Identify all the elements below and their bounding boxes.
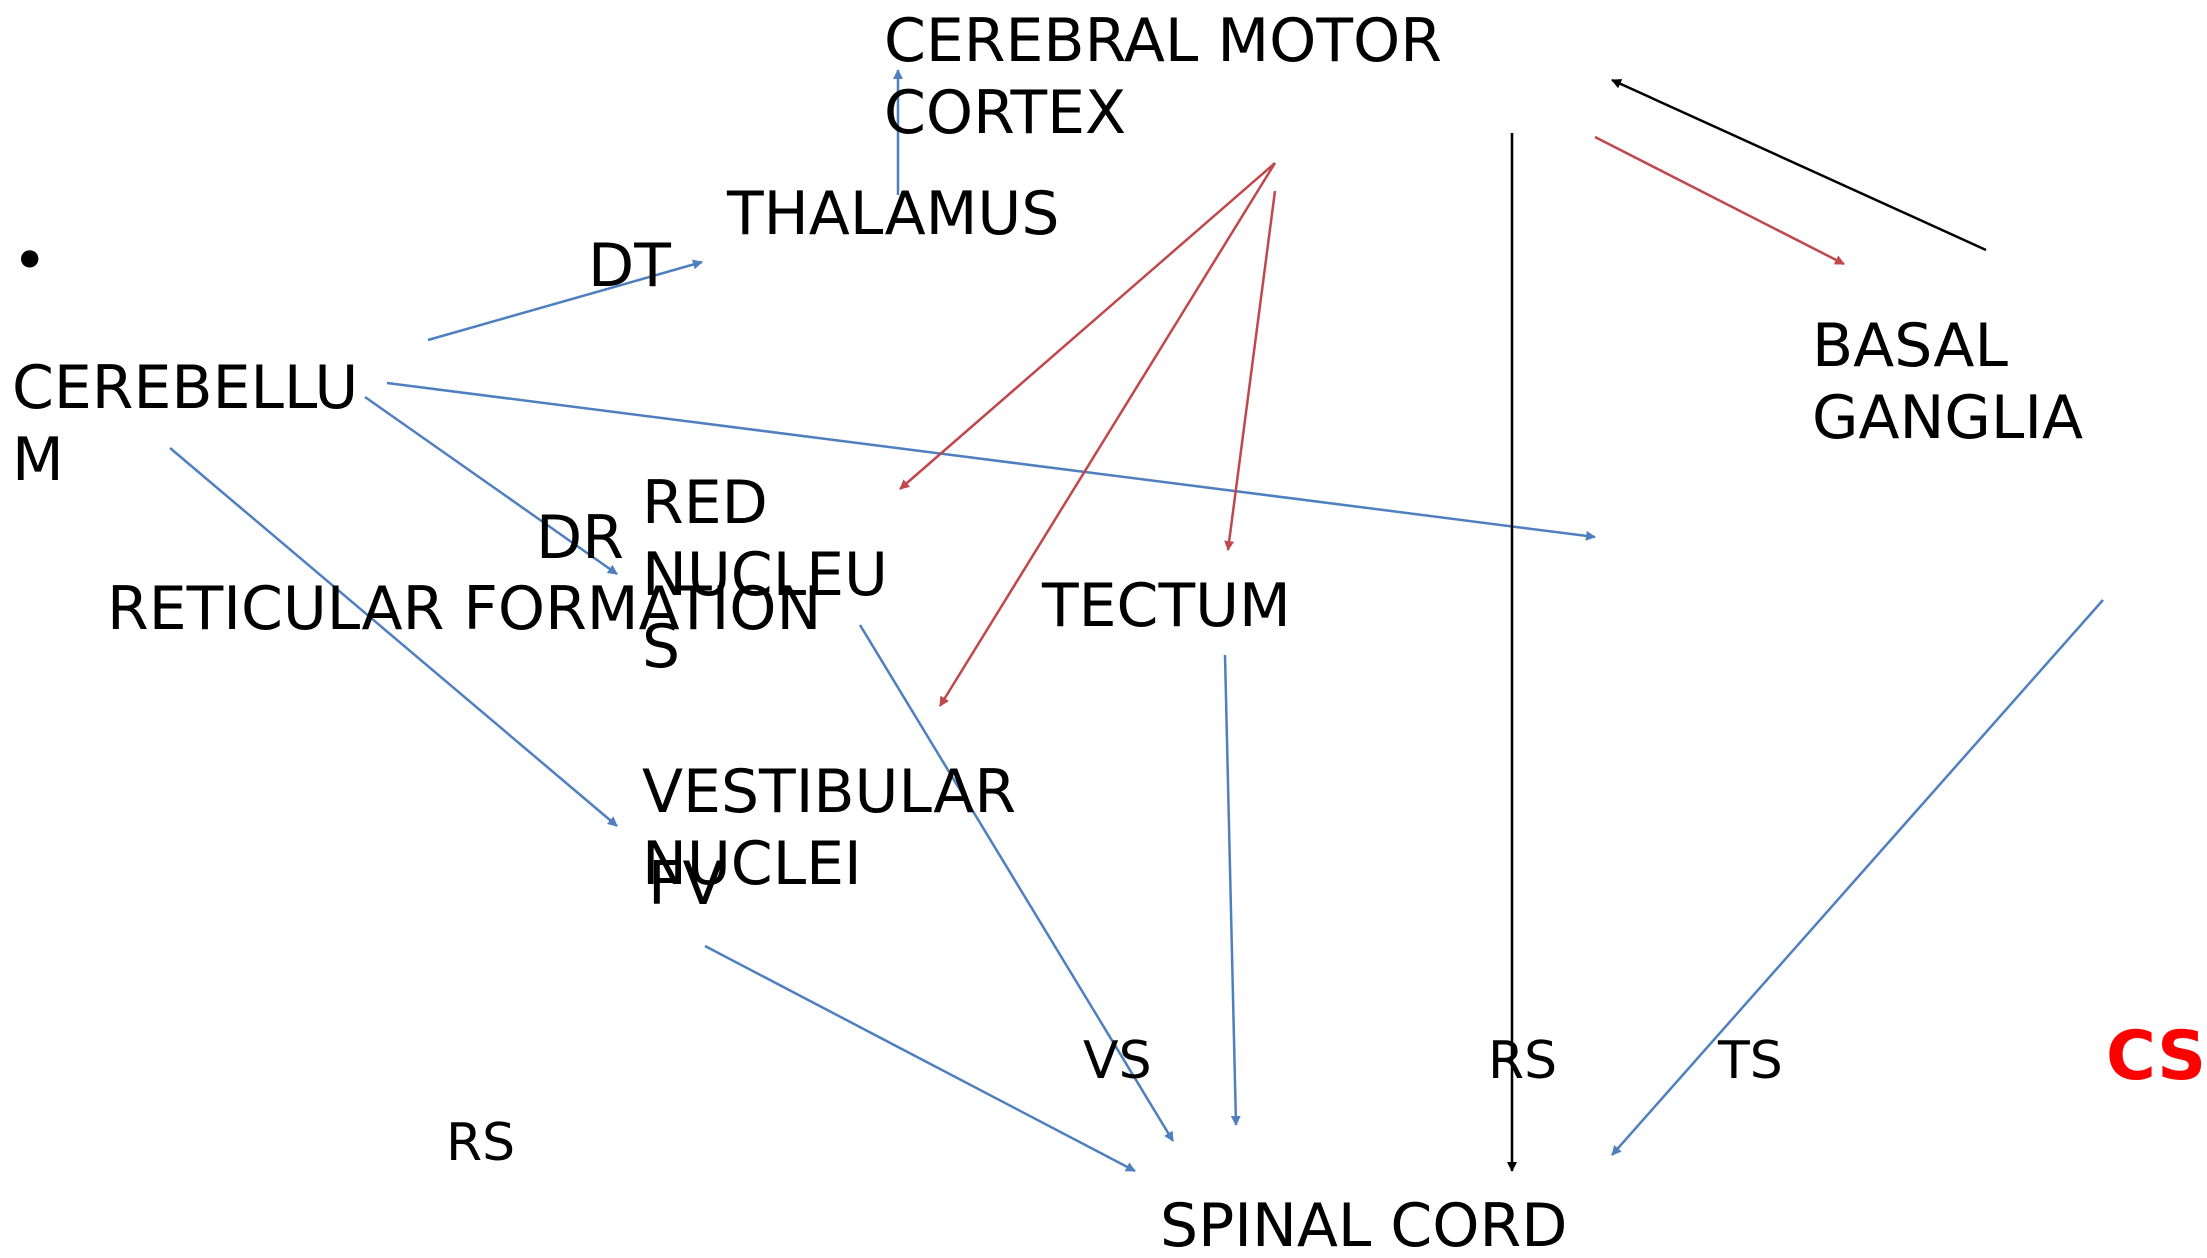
tract-label-vs: VS — [1083, 1031, 1152, 1091]
arrow-cerebellum-to-vestibular-fv — [169, 447, 618, 827]
tract-label-fv: FV — [648, 849, 724, 919]
node-reticular-formation: RETICULAR FORMATION — [107, 574, 822, 644]
node-basal-ganglia: BASAL GANGLIA — [1812, 311, 2084, 453]
tract-label-rs-left: RS — [446, 1113, 516, 1173]
arrow-cortex-to-red-nucleus — [899, 162, 1276, 490]
arrow-cerebellum-to-reticular — [386, 381, 1596, 541]
tract-label-cs: CS — [2106, 1017, 2207, 1096]
arrow-cerebellum-to-thalamus-dt — [427, 259, 703, 342]
node-cerebellum: CEREBELLU M — [12, 353, 359, 495]
arrow-basal-to-cortex — [1611, 78, 1987, 252]
tract-label-ts: TS — [1718, 1031, 1783, 1091]
node-red-nucleus: RED NUCLEU S — [642, 468, 888, 682]
arrow-cortex-to-basal-ganglia — [1594, 135, 1845, 266]
arrow-tectum-to-spinal-cord — [1223, 654, 1241, 1126]
node-thalamus: THALAMUS — [727, 179, 1060, 249]
tract-label-dt: DT — [588, 231, 671, 301]
arrow-cortex-to-vestibular — [938, 162, 1277, 707]
arrow-cortex-to-tectum — [1224, 190, 1277, 551]
arrow-red-nucleus-to-spinal-cord — [858, 624, 1175, 1142]
node-tectum: TECTUM — [1042, 571, 1291, 641]
node-vestibular-nuclei: VESTIBULAR NUCLEI — [642, 757, 1017, 899]
arrow-vestibular-to-spinal-cord — [704, 944, 1136, 1173]
bullet-point: • — [12, 226, 48, 296]
tract-label-rs-right: RS — [1488, 1031, 1558, 1091]
node-cerebral-motor-cortex: CEREBRAL MOTOR CORTEX — [884, 6, 1442, 148]
tract-label-dr: DR — [536, 503, 624, 573]
arrow-cerebellum-to-red-nucleus-dr — [364, 395, 618, 576]
arrow-basal-to-spinal-cord — [1611, 599, 2104, 1156]
node-spinal-cord: SPINAL CORD — [1160, 1191, 1568, 1258]
